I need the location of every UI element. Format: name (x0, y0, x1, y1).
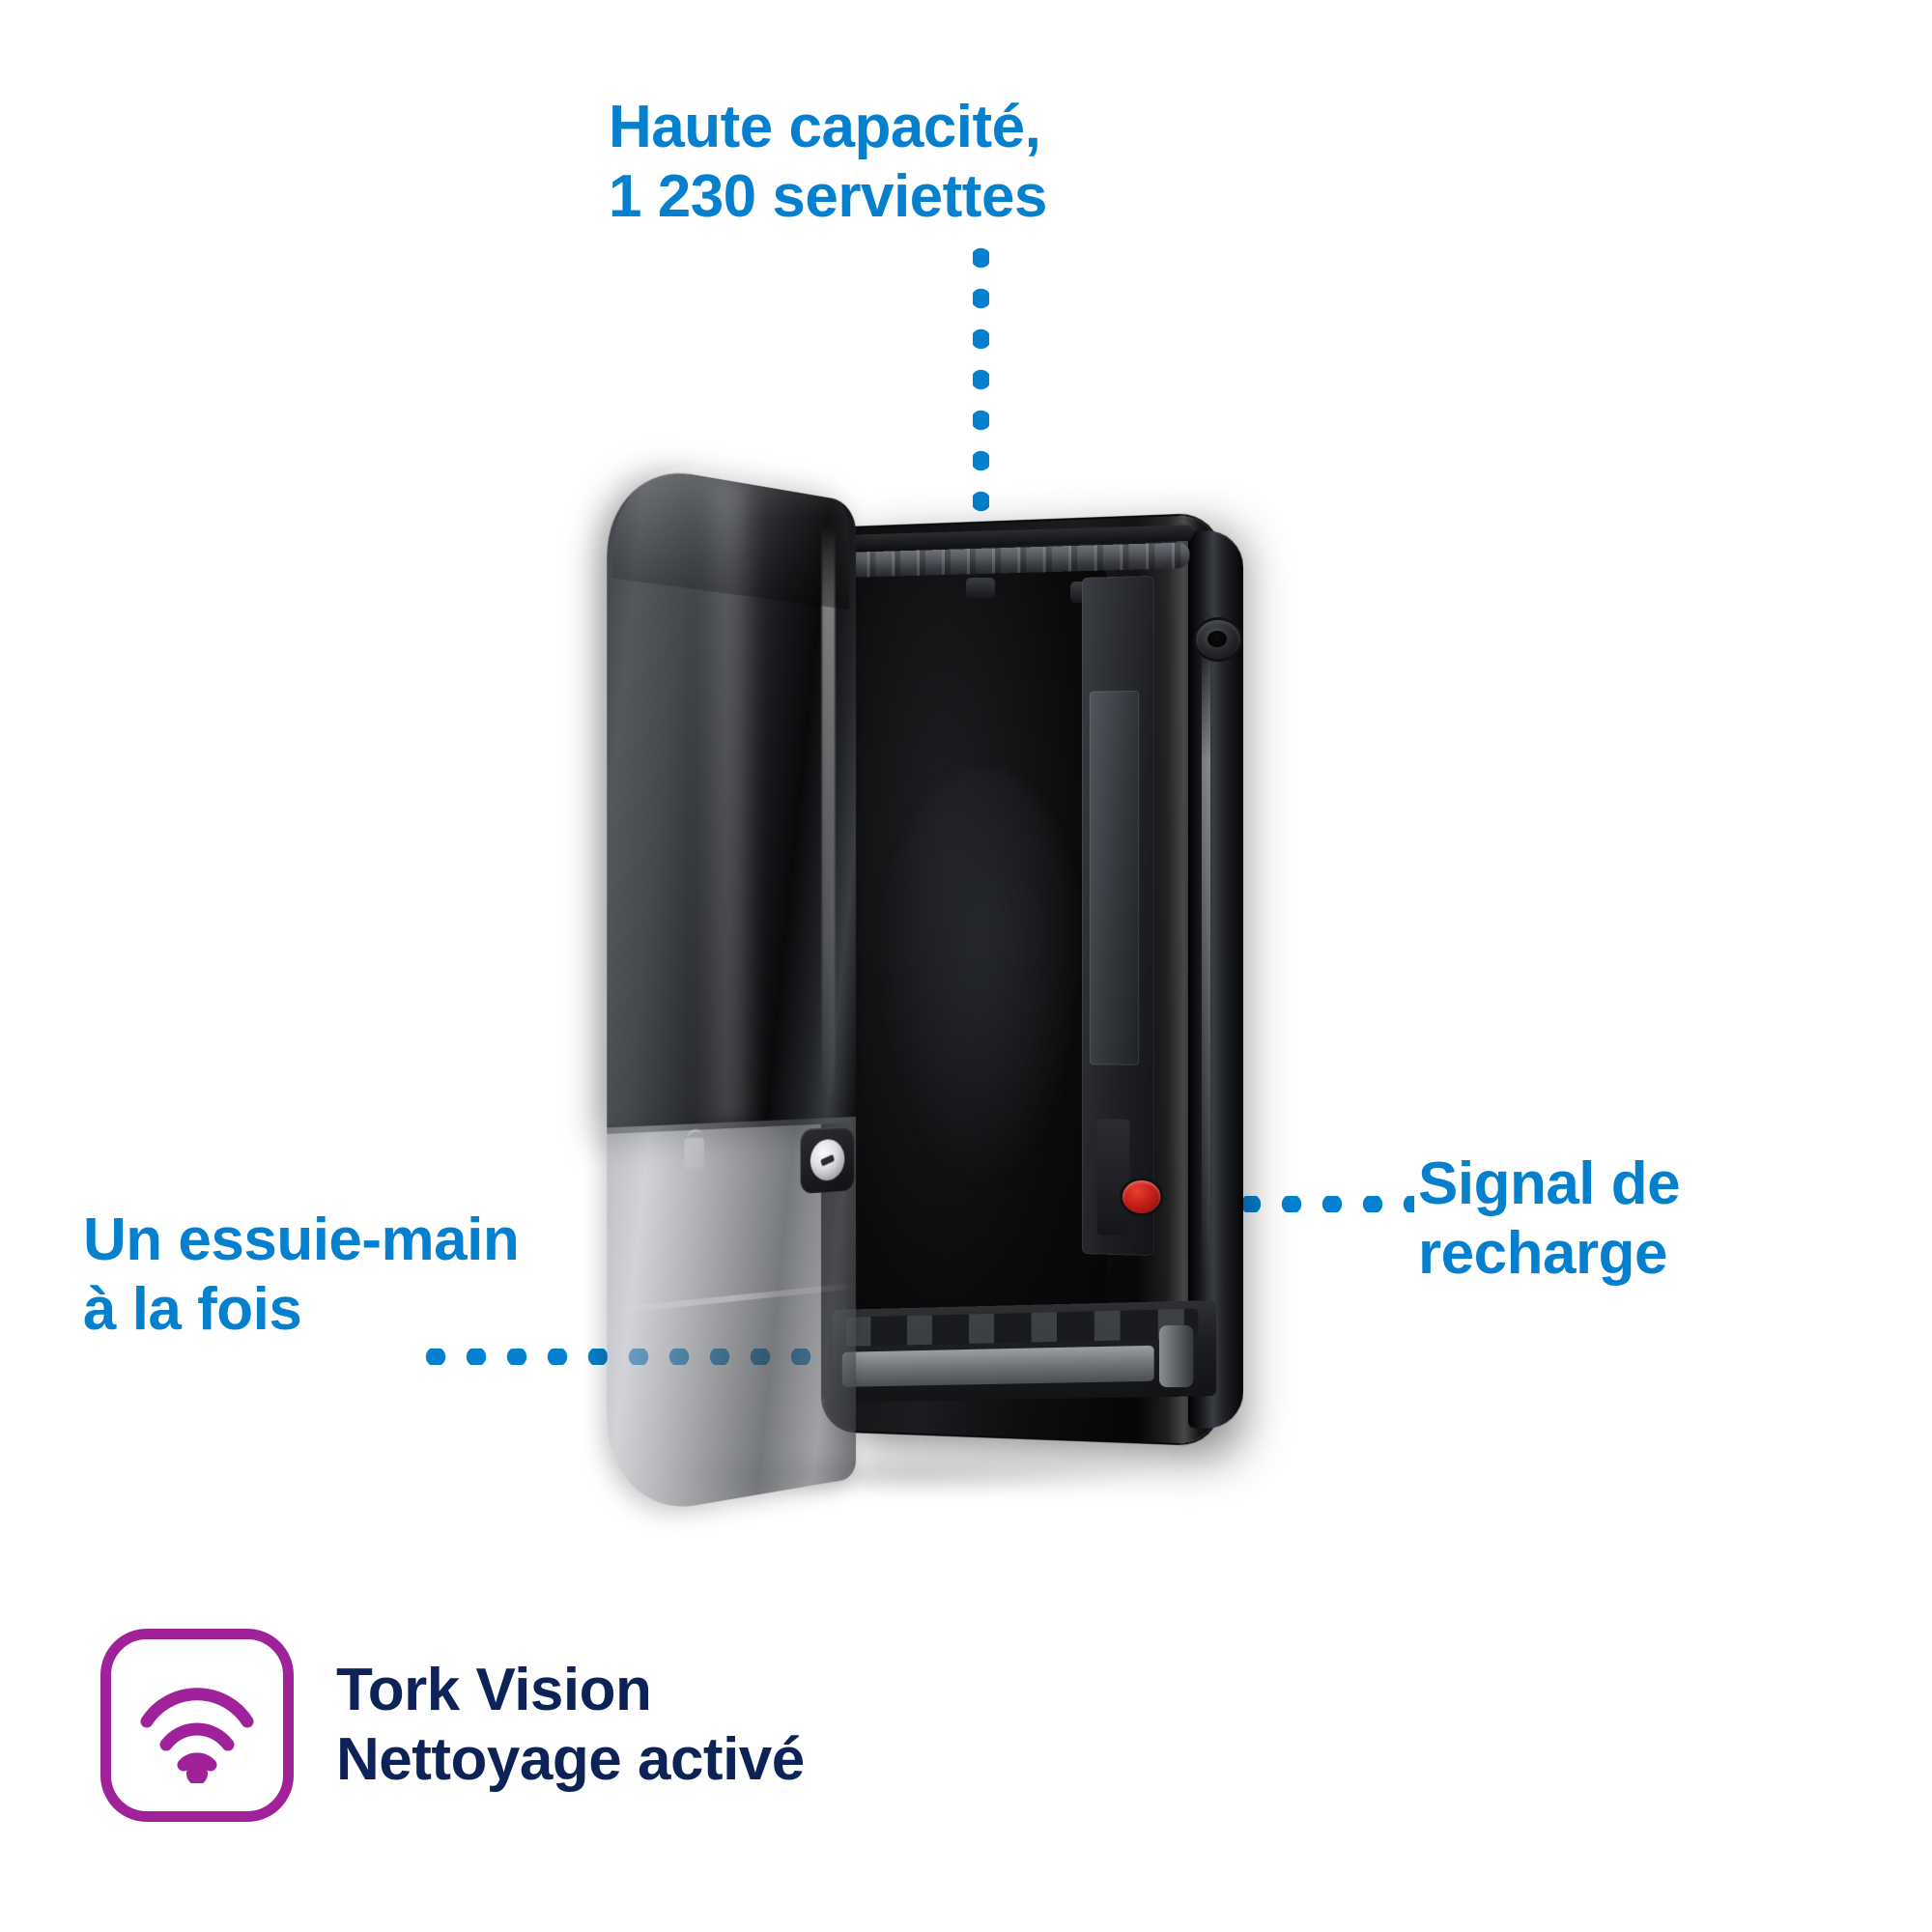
cavity-shading (880, 766, 1085, 1191)
mechanism-panel (1089, 690, 1140, 1065)
tray-release-knob (1159, 1324, 1194, 1388)
tork-vision-badge: Tork Vision Nettoyage activé (100, 1629, 805, 1822)
callout-capacity-label: Haute capacité, 1 230 serviettes (609, 94, 1047, 230)
lock-cylinder (810, 1138, 845, 1182)
mechanism-slot (1096, 1119, 1130, 1236)
rim-highlight (1202, 647, 1210, 1285)
roller-lug-left (966, 578, 995, 599)
dispenser-front-cover (607, 452, 856, 1520)
dispensing-tray-lip (841, 1345, 1154, 1387)
feed-mechanism-column (1082, 575, 1155, 1257)
dispensing-slot-teeth (845, 1308, 1199, 1347)
hinge-pivot-screw (1196, 620, 1240, 659)
tork-vision-label: Tork Vision Nettoyage activé (336, 1657, 805, 1793)
callout-one-sheet-label: Un essuie-main à la fois (83, 1207, 520, 1343)
dispenser-product-image (607, 452, 1275, 1520)
leader-line-refill (1190, 1196, 1414, 1212)
tork-logo-emboss (684, 1137, 704, 1170)
wifi-icon (100, 1629, 294, 1822)
callout-refill-label: Signal de recharge (1418, 1151, 1681, 1287)
cover-key-lock (800, 1126, 855, 1195)
refill-led-indicator (1122, 1179, 1161, 1214)
dispenser-right-rim (1188, 528, 1244, 1431)
keyhole-icon (820, 1153, 836, 1166)
